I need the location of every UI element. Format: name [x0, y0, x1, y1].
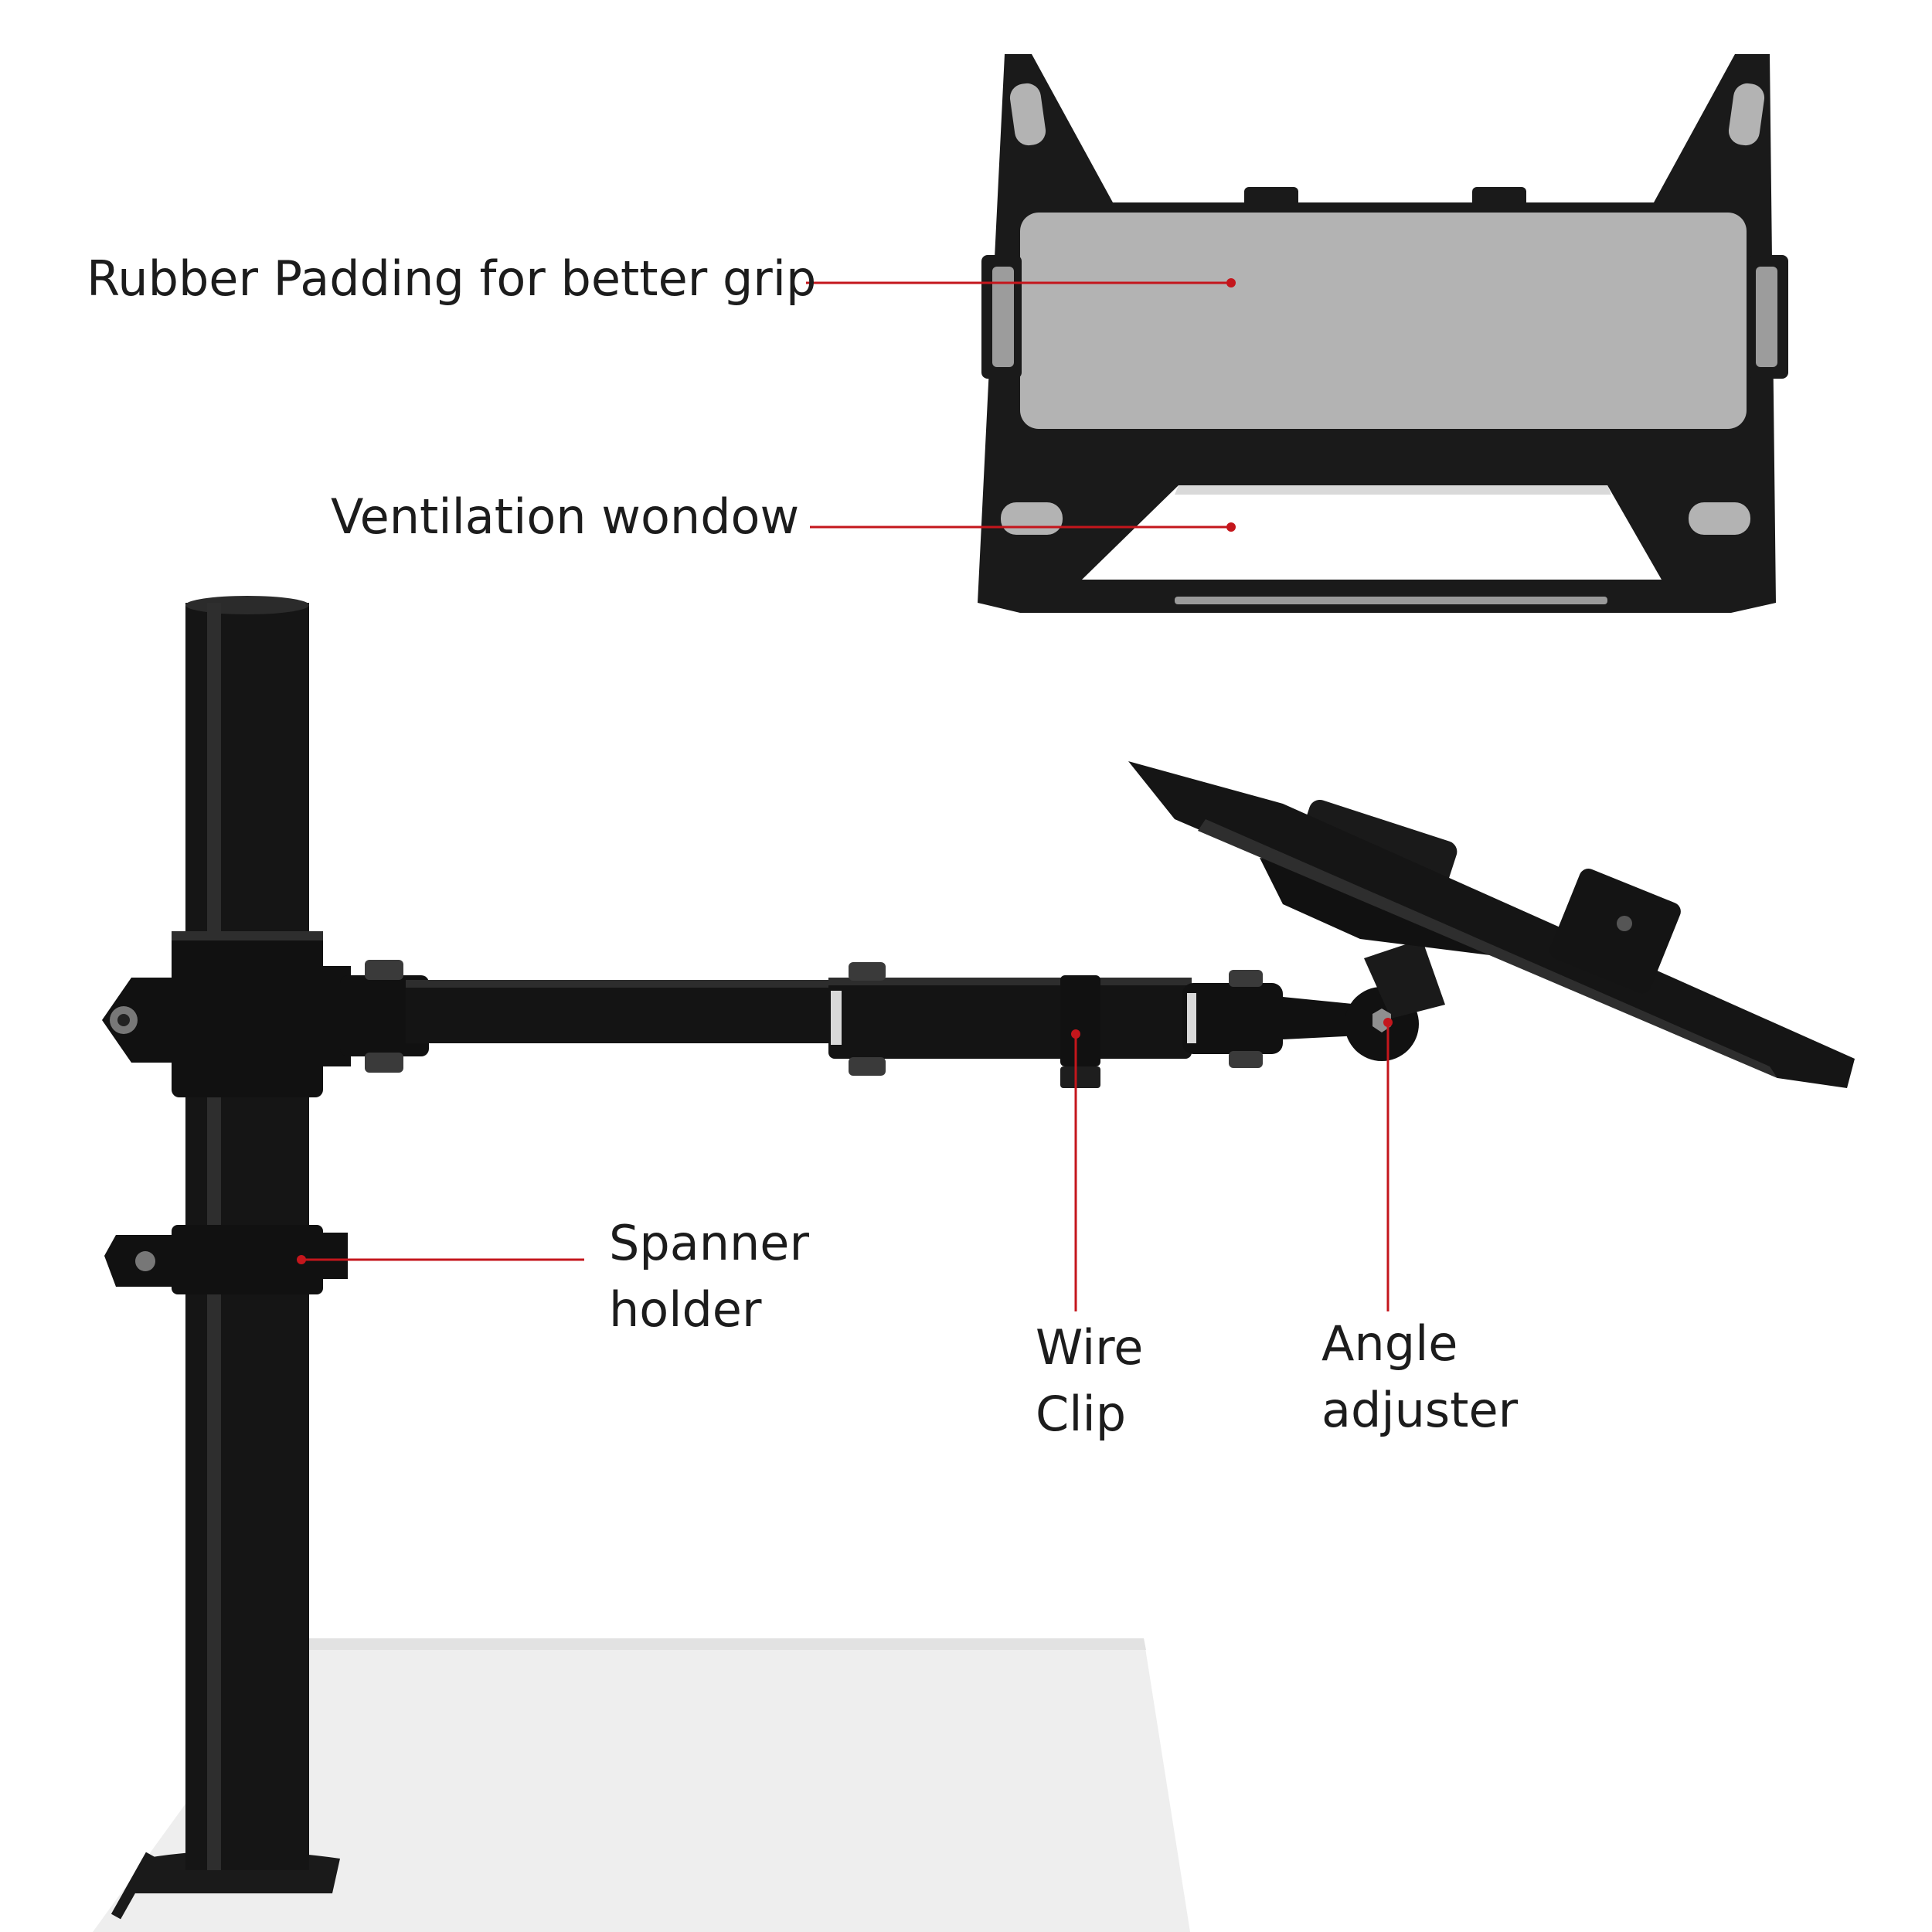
label-angle-adjuster: Angle adjuster: [1321, 1311, 1518, 1444]
label-wire-clip: Wire Clip: [1036, 1315, 1143, 1447]
label-wire-line-2: Clip: [1036, 1386, 1127, 1442]
label-spanner-holder: Spanner holder: [609, 1210, 809, 1343]
callout-lines: [298, 281, 1389, 1311]
label-ventilation-text: Ventilation wondow: [331, 488, 800, 545]
callout-vent-dot: [1226, 522, 1236, 532]
label-wire-line-1: Wire: [1036, 1319, 1144, 1376]
callout-wire-dot: [1071, 1029, 1080, 1039]
desk-surface: [93, 1638, 1190, 1932]
articulating-arm-icon: [340, 761, 1855, 1088]
laptop-tray-icon: [978, 54, 1788, 613]
label-angle-line-1: Angle: [1321, 1315, 1458, 1372]
callout-dots: [297, 278, 1393, 1264]
label-ventilation: Ventilation wondow: [331, 484, 799, 550]
label-rubber-padding: Rubber Padding for better grip: [87, 246, 816, 312]
label-angle-line-2: adjuster: [1321, 1382, 1519, 1438]
callout-spanner-dot: [297, 1255, 306, 1264]
mounting-pole-icon: [102, 596, 351, 1920]
label-spanner-line-1: Spanner: [609, 1215, 809, 1271]
callout-angle-dot: [1383, 1018, 1393, 1027]
callout-rubber-dot: [1226, 278, 1236, 287]
label-rubber-padding-text: Rubber Padding for better grip: [87, 250, 817, 307]
label-spanner-line-2: holder: [609, 1281, 762, 1338]
